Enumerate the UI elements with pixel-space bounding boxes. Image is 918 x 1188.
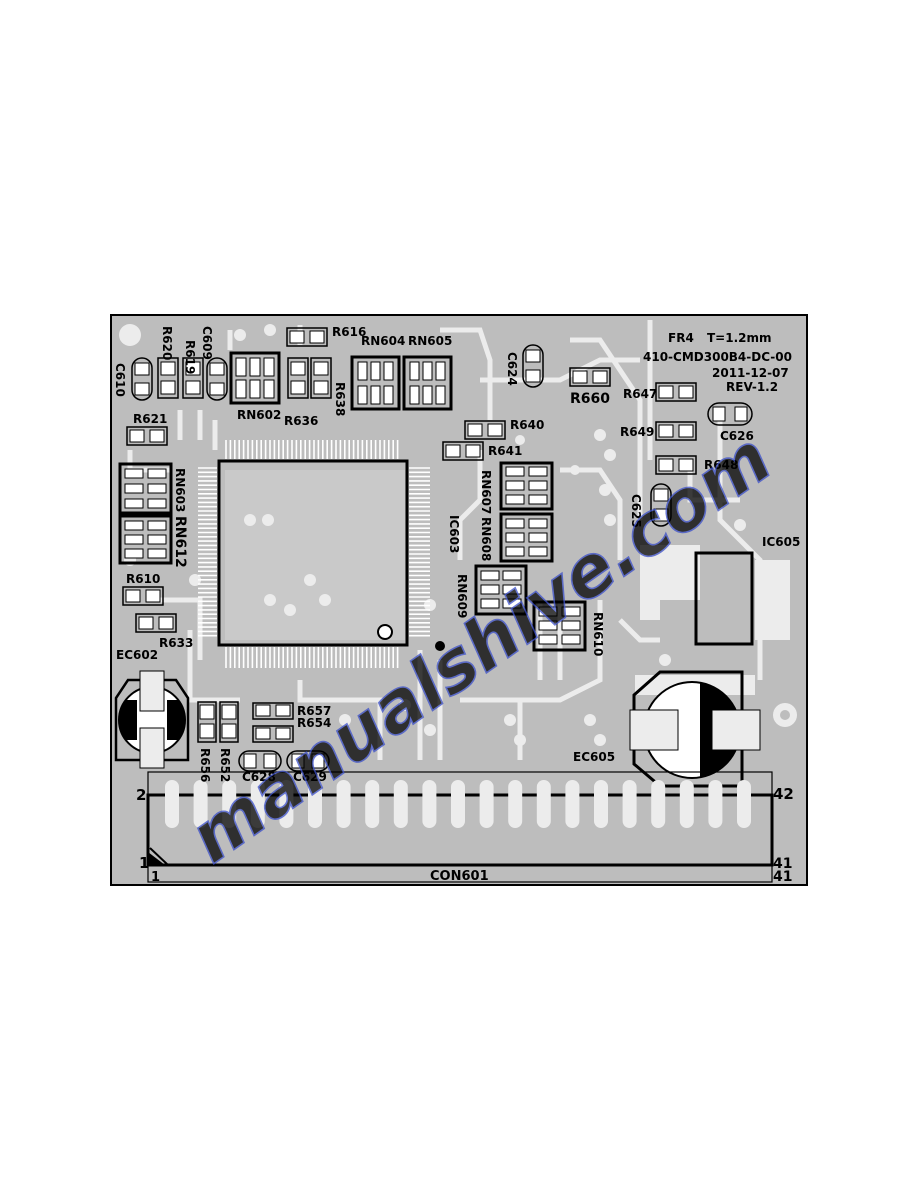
resistor-networks xyxy=(118,351,587,652)
label-r616: R616 xyxy=(332,325,366,339)
pin-41-label-lower: 41 xyxy=(773,869,792,885)
connector-finger xyxy=(336,780,351,828)
board-info: FR4 T=1.2mm 410-CMD300B4-DC-00 2011-12-0… xyxy=(643,331,792,394)
copper-pours xyxy=(225,470,790,695)
label-con601: CON601 xyxy=(430,869,489,884)
label-r657: R657 xyxy=(297,704,331,718)
label-rn602: RN602 xyxy=(237,408,281,422)
label-rn605: RN605 xyxy=(408,334,452,348)
connector-finger xyxy=(222,780,237,828)
label-r648: R648 xyxy=(704,458,738,472)
connector-finger xyxy=(193,780,208,828)
connector-finger xyxy=(451,780,465,828)
connector-finger xyxy=(679,780,694,828)
connector-finger xyxy=(565,780,580,828)
label-r660: R660 xyxy=(570,391,610,407)
board-revision: REV-1.2 xyxy=(726,380,778,394)
connector-finger xyxy=(308,780,322,828)
label-c629: C629 xyxy=(293,770,327,784)
connector-finger xyxy=(594,780,608,828)
label-r636: R636 xyxy=(284,414,318,428)
label-ec602: EC602 xyxy=(116,648,158,662)
capacitor-pads xyxy=(134,349,748,769)
label-ic605: IC605 xyxy=(762,535,800,549)
label-c624: C624 xyxy=(505,352,519,386)
ic603 xyxy=(198,440,430,668)
label-r652: R652 xyxy=(218,748,232,782)
pin-2-label: 2 xyxy=(136,786,146,804)
label-rn607: RN607 xyxy=(479,470,493,514)
label-ec605: EC605 xyxy=(573,750,615,764)
label-r620: R620 xyxy=(160,326,174,360)
label-rn603: RN603 xyxy=(173,468,187,512)
label-c626: C626 xyxy=(720,429,754,443)
board-material: FR4 xyxy=(668,331,694,345)
passive-pads xyxy=(125,330,694,740)
connector-finger xyxy=(536,780,551,828)
silkscreen-labels: R620 C609 R619 C610 R616 RN604 RN605 RN6… xyxy=(113,325,800,885)
label-r638: R638 xyxy=(333,382,347,416)
connector-finger xyxy=(479,780,494,828)
connector-finger xyxy=(279,780,294,828)
board-thickness: T=1.2mm xyxy=(707,331,772,345)
connector-finger xyxy=(422,780,437,828)
ec602 xyxy=(114,670,190,769)
label-r649: R649 xyxy=(620,425,654,439)
label-c625: C625 xyxy=(629,494,643,528)
passive-outlines xyxy=(122,327,754,743)
connector-finger xyxy=(708,780,723,828)
label-r641: R641 xyxy=(488,444,522,458)
label-r656: R656 xyxy=(198,748,212,782)
label-r621: R621 xyxy=(133,412,167,426)
label-ic603: IC603 xyxy=(447,515,461,553)
board-part-number: 410-CMD300B4-DC-00 xyxy=(643,350,792,364)
pin-41-label: 41 xyxy=(773,856,792,872)
board-outline xyxy=(110,314,808,886)
ec605 xyxy=(629,670,761,788)
connector-finger xyxy=(622,780,637,828)
connector-finger xyxy=(250,780,265,828)
connector-finger xyxy=(651,780,666,828)
label-rn612: RN612 xyxy=(172,516,188,568)
label-c628: C628 xyxy=(242,770,276,784)
label-r647: R647 xyxy=(623,387,657,401)
label-r654: R654 xyxy=(297,716,331,730)
vias xyxy=(119,324,797,746)
label-rn604: RN604 xyxy=(361,334,405,348)
pin-1-label-lower: 1 xyxy=(151,870,160,885)
label-rn609: RN609 xyxy=(455,574,469,618)
label-r640: R640 xyxy=(510,418,544,432)
connector-finger xyxy=(737,780,751,828)
rn-pads xyxy=(124,357,581,645)
label-r619: R619 xyxy=(183,340,197,374)
label-rn610: RN610 xyxy=(591,612,605,656)
label-r633: R633 xyxy=(159,636,193,650)
connector-finger xyxy=(393,780,408,828)
label-c610: C610 xyxy=(113,363,127,397)
con601 xyxy=(146,771,774,883)
label-c609: C609 xyxy=(200,326,214,360)
connector-finger xyxy=(508,780,523,828)
connector-finger xyxy=(365,780,380,828)
connector-finger xyxy=(165,780,179,828)
capacitors xyxy=(131,344,753,772)
label-r610: R610 xyxy=(126,572,160,586)
board-date: 2011-12-07 xyxy=(712,366,789,380)
label-rn608: RN608 xyxy=(479,517,493,561)
pin-1-label: 1 xyxy=(139,854,149,872)
pin-42-label: 42 xyxy=(773,785,794,803)
